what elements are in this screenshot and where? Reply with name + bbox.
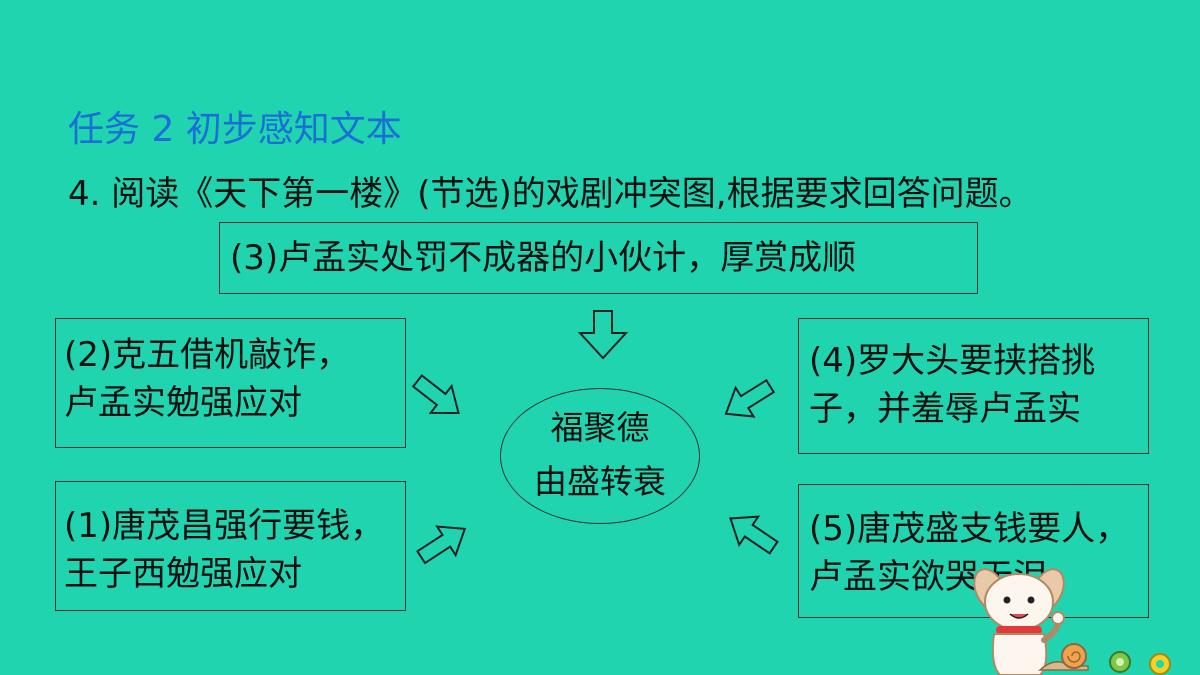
mascot-decoration bbox=[973, 568, 1171, 675]
conflict-box-3-line-1: (3)卢孟实处罚不成器的小伙计，厚赏成顺 bbox=[230, 238, 857, 278]
center-ellipse: 福聚德 由盛转衰 bbox=[500, 388, 700, 524]
conflict-box-2-line-1: (2)克五借机敲诈， bbox=[64, 335, 351, 375]
center-line-1: 福聚德 bbox=[550, 408, 650, 447]
conflict-box-3: (3)卢孟实处罚不成器的小伙计，厚赏成顺 bbox=[219, 222, 978, 294]
arrow-down-left-icon bbox=[724, 378, 776, 418]
conflict-box-1-line-1: (1)唐茂昌强行要钱， bbox=[64, 506, 385, 546]
conflict-box-1: (1)唐茂昌强行要钱， 王子西勉强应对 bbox=[55, 481, 406, 611]
cartoon-dog-icon bbox=[973, 568, 1065, 675]
arrow-down-icon bbox=[577, 310, 629, 360]
conflict-box-2-line-2: 卢孟实勉强应对 bbox=[64, 383, 302, 423]
conflict-box-4-line-2: 子，并羞辱卢孟实 bbox=[809, 389, 1081, 429]
conflict-box-4: (4)罗大头要挟搭挑 子，并羞辱卢孟实 bbox=[798, 318, 1149, 454]
arrow-up-left-icon bbox=[729, 515, 779, 555]
decorative-ring-icon bbox=[1149, 653, 1171, 675]
conflict-box-4-line-1: (4)罗大头要挟搭挑 bbox=[809, 341, 1096, 381]
conflict-box-5-line-1: (5)唐茂盛支钱要人， bbox=[809, 509, 1130, 549]
center-line-2: 由盛转衰 bbox=[534, 462, 666, 501]
arrow-up-right-icon bbox=[415, 525, 467, 565]
task-title: 任务 2 初步感知文本 bbox=[68, 109, 402, 150]
conflict-box-1-line-2: 王子西勉强应对 bbox=[64, 554, 302, 594]
snail-icon bbox=[1038, 643, 1089, 671]
arrow-down-right-icon bbox=[411, 374, 460, 415]
decorative-shell-icon bbox=[1109, 651, 1131, 673]
conflict-box-2: (2)克五借机敲诈， 卢孟实勉强应对 bbox=[55, 318, 406, 448]
question-text: 4. 阅读《天下第一楼》(节选)的戏剧冲突图,根据要求回答问题。 bbox=[68, 174, 1033, 214]
